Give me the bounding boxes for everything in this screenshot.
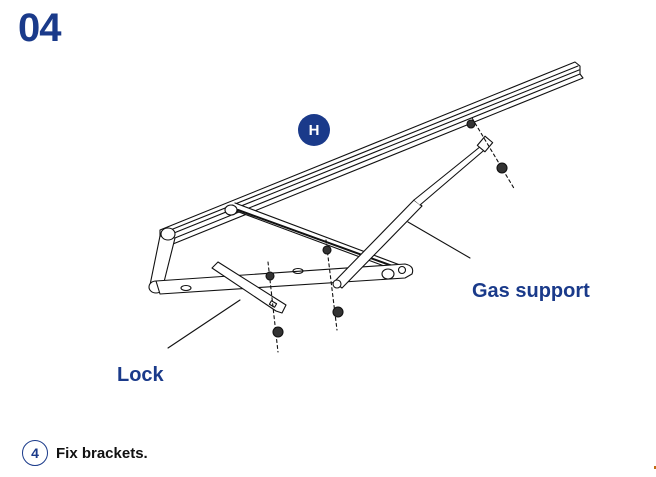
lock-label: Lock bbox=[117, 364, 164, 386]
part-badge-h: H bbox=[298, 114, 330, 146]
lock-leader bbox=[167, 299, 241, 349]
gas-support-leader bbox=[407, 221, 471, 259]
instruction-text: Fix brackets. bbox=[56, 444, 148, 462]
gas-strut bbox=[332, 135, 494, 289]
instruction-number-badge: 4 bbox=[22, 440, 48, 466]
lower-bar bbox=[155, 263, 414, 295]
corner-mark bbox=[654, 466, 656, 469]
lock-arm bbox=[211, 261, 287, 314]
top-rail bbox=[159, 61, 584, 247]
step-number: 04 bbox=[18, 6, 61, 50]
gas-support-label: Gas support bbox=[472, 280, 590, 302]
instruction-step: 4 Fix brackets. bbox=[22, 440, 148, 466]
